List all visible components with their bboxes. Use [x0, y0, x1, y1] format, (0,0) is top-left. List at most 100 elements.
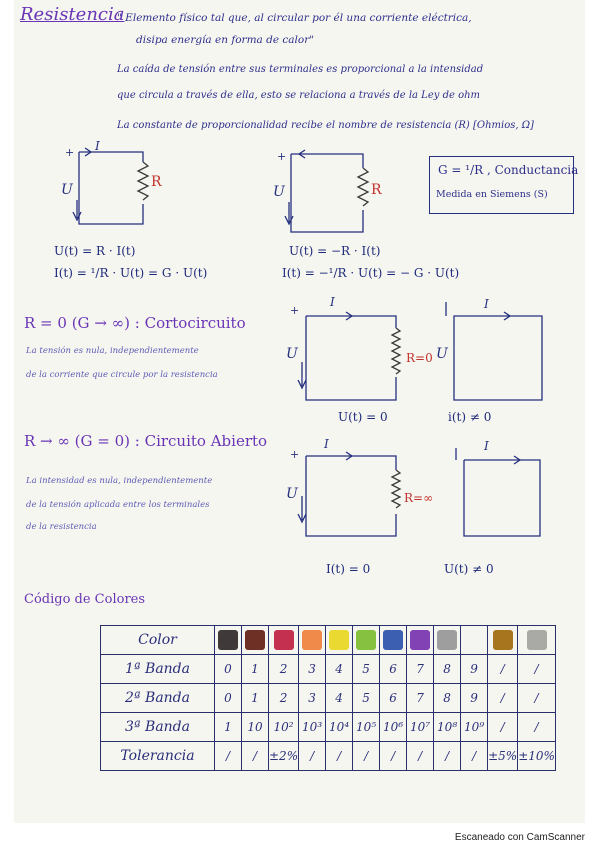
plus-sign: + [290, 304, 299, 317]
table-cell: 8 [433, 683, 462, 713]
color-swatch [245, 630, 265, 650]
voltage-arrow-icon [284, 202, 294, 226]
voltage-label: U [61, 182, 74, 198]
open-circuit-current-caption: I(t) = 0 [326, 562, 371, 576]
resistor-label: R=∞ [404, 491, 433, 505]
swatch-cell [433, 625, 462, 655]
table-cell: 3 [298, 654, 327, 684]
open-circuit-line-2: de la tensión aplicada entre los termina… [26, 500, 210, 510]
short-circuit-voltage-caption: U(t) = 0 [338, 410, 388, 424]
current-label: I [94, 139, 100, 153]
resistor-zigzag-icon [390, 469, 402, 509]
open-circuit-line-1: La intensidad es nula, independientement… [26, 476, 213, 486]
swatch-cell [267, 625, 300, 655]
table-cell: / [298, 741, 327, 771]
short-circuit-wire-diagram: I U [436, 297, 543, 401]
open-circuit-title: R → ∞ (G = 0) : Circuito Abierto [24, 432, 268, 450]
color-swatch [218, 630, 238, 650]
current-arrow-icon [513, 455, 522, 465]
table-cell: / [487, 712, 519, 742]
voltage-arrow-icon [297, 362, 307, 390]
table-cell: 9 [460, 683, 489, 713]
voltage-label: U [286, 486, 299, 502]
resistor-label: R [371, 182, 382, 198]
open-circuit-diagram: + I U R=∞ [286, 437, 433, 537]
color-code-title: Código de Colores [24, 592, 146, 607]
resistor-label: R=0 [406, 351, 433, 365]
plus-sign: + [290, 448, 299, 461]
table-row: 1ª Banda 0 1 2 3 4 5 6 7 8 9 / / [100, 654, 556, 684]
table-row: Tolerancia / / ±2% / / / / / / / ±5% ±10… [100, 741, 556, 771]
top-wire [306, 315, 397, 328]
table-cell: 6 [379, 654, 408, 684]
swatch-cell [325, 625, 354, 655]
table-cell: / [517, 712, 556, 742]
equation-ohm-negative: U(t) = −R · I(t) [289, 244, 381, 258]
table-cell: / [352, 741, 381, 771]
table-cell: 1 [241, 654, 269, 684]
color-swatch [464, 630, 485, 650]
table-cell: 0 [214, 654, 242, 684]
current-arrow-icon [503, 311, 512, 321]
table-cell: ±2% [267, 741, 300, 771]
equation-current: I(t) = ¹/R · U(t) = G · U(t) [54, 266, 208, 280]
color-swatch [383, 630, 404, 650]
color-swatch [302, 630, 323, 650]
table-cell: / [487, 683, 519, 713]
table-cell: 3 [298, 683, 327, 713]
table-cell: 9 [460, 654, 489, 684]
table-cell: 10 [241, 712, 269, 742]
table-cell: 0 [214, 683, 242, 713]
open-circuit-open-diagram: I [455, 439, 541, 537]
row-label: 1ª Banda [100, 654, 215, 684]
conductance-box: G = ¹/R , Conductancia Medida en Siemens… [429, 156, 578, 214]
swatch-cell [460, 625, 489, 655]
short-circuit-title: R = 0 (G → ∞) : Cortocircuito [24, 314, 246, 332]
short-circuit-current-caption: i(t) ≠ 0 [448, 410, 492, 424]
swatch-cell [241, 625, 269, 655]
table-cell: 6 [379, 683, 408, 713]
table-cell: / [241, 741, 269, 771]
table-cell: 10⁸ [433, 712, 462, 742]
table-cell: 10⁵ [352, 712, 381, 742]
conductance-formula: G = ¹/R , Conductancia [438, 163, 579, 177]
table-cell: 1 [214, 712, 242, 742]
current-label: I [483, 297, 489, 311]
open-circuit-voltage-caption: U(t) ≠ 0 [444, 562, 494, 576]
bottom-wire [78, 152, 144, 225]
current-label: I [329, 295, 335, 309]
wire-loop [463, 459, 541, 537]
table-cell: 5 [352, 654, 381, 684]
table-cell: 4 [325, 683, 354, 713]
table-cell: / [517, 683, 556, 713]
table-cell: / [487, 654, 519, 684]
plus-sign: + [277, 150, 286, 163]
table-cell: 10⁷ [406, 712, 435, 742]
definition-line-2: disipa energía en forma de calor" [136, 34, 315, 46]
table-cell: / [433, 741, 462, 771]
page-title: Resistencia [20, 4, 125, 25]
table-cell: ±10% [517, 741, 556, 771]
bottom-wire [305, 456, 397, 537]
table-cell: 10⁴ [325, 712, 354, 742]
table-cell: / [214, 741, 242, 771]
table-cell: / [460, 741, 489, 771]
plus-sign: + [65, 146, 74, 159]
swatch-cell [379, 625, 408, 655]
swatch-cell [352, 625, 381, 655]
table-cell: 10⁶ [379, 712, 408, 742]
equation-current-negative: I(t) = −¹/R · U(t) = − G · U(t) [282, 266, 460, 280]
voltage-label: U [436, 346, 449, 362]
swatch-cell [406, 625, 435, 655]
ohm-line-1: La caída de tensión entre sus terminales… [117, 64, 484, 75]
color-code-table: Color 1ª Banda 0 1 2 3 4 5 6 7 8 9 [100, 625, 556, 771]
table-cell: 5 [352, 683, 381, 713]
notebook-page: Resistencia " Elemento físico tal que, a… [14, 0, 585, 823]
bottom-wire [290, 154, 364, 233]
color-swatch [492, 630, 513, 650]
short-circuit-line-2: de la corriente que circule por la resis… [26, 370, 218, 380]
row-label: Tolerancia [100, 741, 215, 771]
bottom-wire [305, 316, 397, 401]
short-circuit-diagram: + I U R=0 [286, 295, 433, 401]
table-cell: 10² [267, 712, 300, 742]
